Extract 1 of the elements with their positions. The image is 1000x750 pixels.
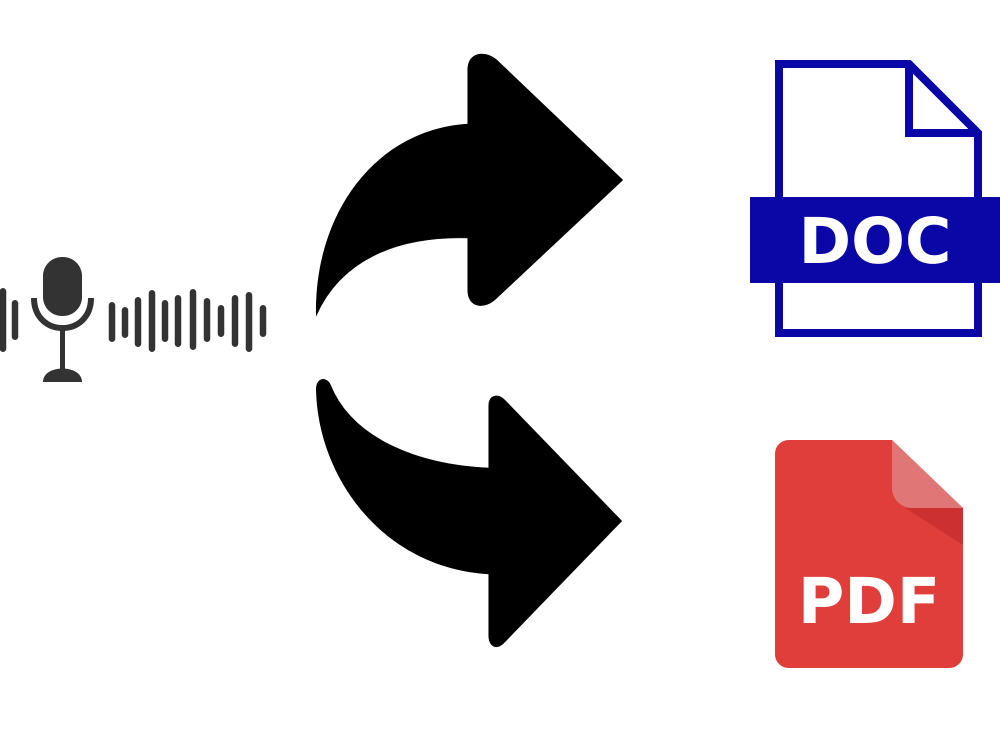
microphone-waveform-icon — [0, 257, 266, 382]
